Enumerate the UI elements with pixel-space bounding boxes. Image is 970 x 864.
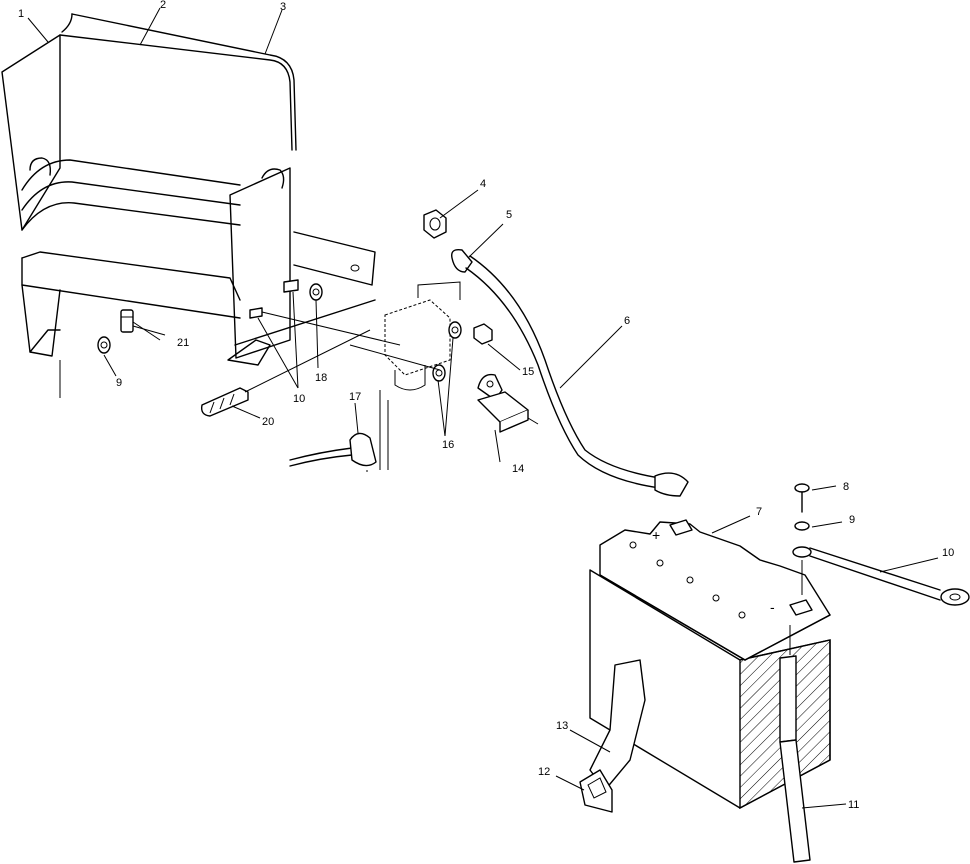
callout-17: 17 — [349, 391, 361, 403]
leader-lines — [27, 7, 939, 809]
callout-20: 20 — [262, 416, 274, 428]
negative-hardware — [789, 483, 970, 655]
callout-10-left: 10 — [293, 393, 305, 405]
callout-11: 11 — [848, 799, 859, 811]
hold-down-strap — [579, 659, 646, 813]
callout-2: 2 — [160, 0, 166, 11]
vent-tube-11 — [779, 655, 811, 863]
callout-7: 7 — [756, 506, 762, 518]
positive-cable — [451, 248, 689, 497]
callout-6: 6 — [624, 315, 630, 327]
callout-14: 14 — [512, 463, 524, 475]
nut-4 — [423, 209, 447, 239]
plus-symbol: + — [652, 527, 660, 543]
callout-1: 1 — [18, 8, 24, 20]
callout-13: 13 — [556, 720, 568, 732]
callout-5: 5 — [506, 209, 512, 221]
callout-4: 4 — [480, 178, 486, 190]
callout-9-battery: 9 — [849, 514, 855, 526]
callout-8: 8 — [843, 481, 849, 493]
hardware-left — [59, 279, 401, 417]
minus-symbol: - — [770, 599, 775, 615]
bracket-14 — [477, 373, 539, 433]
callout-16: 16 — [442, 439, 454, 451]
callout-3: 3 — [280, 1, 286, 13]
callout-9-left: 9 — [116, 377, 122, 389]
callout-18: 18 — [315, 372, 327, 384]
callout-21: 21 — [177, 337, 189, 349]
battery-box-assembly — [1, 13, 376, 366]
callout-10-cable: 10 — [942, 547, 954, 559]
cable-17 — [289, 432, 377, 472]
solenoid-block — [349, 281, 493, 470]
callout-15: 15 — [522, 366, 534, 378]
callout-12: 12 — [538, 766, 550, 778]
callout-labels: 1 2 3 4 5 6 7 8 9 9 10 10 11 12 13 14 15… — [18, 0, 954, 811]
